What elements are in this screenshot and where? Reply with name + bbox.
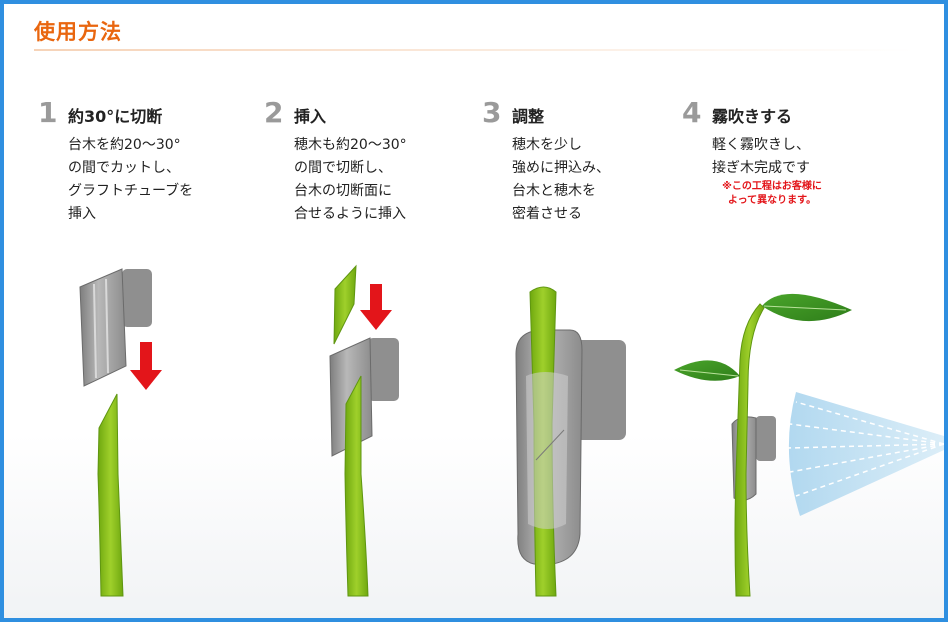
description-line: 台木と穂木を — [512, 183, 596, 199]
description-line: 密着させる — [512, 206, 582, 222]
note-line: よって異なります。 — [727, 195, 817, 206]
description-line: の間でカットし、 — [68, 160, 180, 176]
step-note: ※この工程はお客様に よって異なります。 — [712, 180, 832, 208]
description-line: 台木の切断面に — [294, 183, 392, 199]
step3-illustration — [515, 286, 626, 597]
note-line: ※この工程はお客様に — [722, 181, 822, 192]
description-line: 挿入 — [68, 206, 96, 222]
description-line: 軽く霧吹きし、 — [712, 137, 810, 153]
step2-down-arrow — [360, 284, 392, 330]
step-heading: 約30°に切断 — [68, 107, 163, 126]
description-line: 合せるように挿入 — [294, 206, 406, 222]
step-number: 4 — [682, 96, 702, 129]
step-number: 3 — [482, 96, 502, 129]
description-line: 穂木も約20〜30° — [294, 137, 407, 153]
description-line: 接ぎ木完成です — [712, 160, 810, 176]
spray-mist — [788, 392, 944, 516]
step-number: 2 — [264, 96, 284, 129]
description-line: 台木を約20〜30° — [68, 137, 181, 153]
right-leaf — [762, 293, 852, 322]
step-description: 台木を約20〜30° の間でカットし、 グラフトチューブを 挿入 — [68, 134, 193, 226]
step-description: 穂木を少し 強めに押込み、 台木と穂木を 密着させる — [512, 134, 610, 226]
step1-rootstock-stem — [97, 393, 124, 597]
step4-seedling-stem — [734, 303, 765, 597]
step1-illustration — [79, 268, 162, 597]
title-divider — [34, 49, 914, 51]
description-line: 穂木を少し — [512, 137, 582, 153]
description-line: 強めに押込み、 — [512, 160, 610, 176]
step-heading: 調整 — [512, 107, 545, 126]
description-line: グラフトチューブを — [68, 183, 194, 199]
step1-graft-tube — [79, 268, 152, 387]
step2-rootstock-stem — [344, 375, 369, 597]
step2-illustration — [329, 264, 399, 597]
step-number: 1 — [38, 96, 58, 129]
step-description: 穂木も約20〜30° の間で切断し、 台木の切断面に 合せるように挿入 — [294, 134, 407, 226]
step4-illustration — [674, 293, 944, 597]
step2-scion-piece — [333, 264, 357, 345]
step-heading: 挿入 — [294, 107, 327, 126]
description-line: の間で切断し、 — [294, 160, 392, 176]
step-heading: 霧吹きする — [712, 107, 793, 126]
page-title: 使用方法 — [34, 20, 122, 44]
left-leaf — [674, 360, 740, 381]
step1-down-arrow — [130, 342, 162, 390]
step-description: 軽く霧吹きし、 接ぎ木完成です — [712, 134, 810, 180]
illustrations — [79, 264, 944, 597]
